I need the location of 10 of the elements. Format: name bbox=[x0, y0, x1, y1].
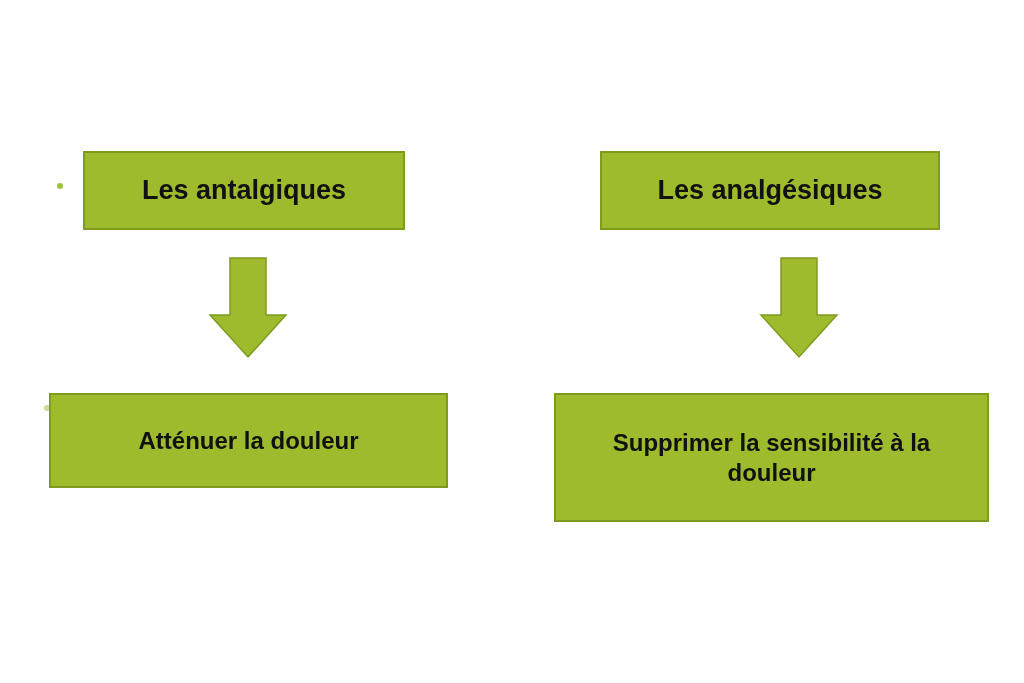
box-text: Les analgésiques bbox=[657, 173, 883, 207]
box-text: Supprimer la sensibilité à la douleur bbox=[611, 427, 932, 488]
label-box bbox=[600, 151, 940, 230]
block-arrow bbox=[759, 257, 839, 359]
label-box bbox=[554, 393, 989, 522]
label-box bbox=[83, 151, 405, 230]
box-text: Atténuer la douleur bbox=[138, 425, 359, 456]
label-box bbox=[49, 393, 448, 488]
box-text: Les antalgiques bbox=[141, 173, 347, 207]
block-arrow bbox=[208, 257, 288, 359]
